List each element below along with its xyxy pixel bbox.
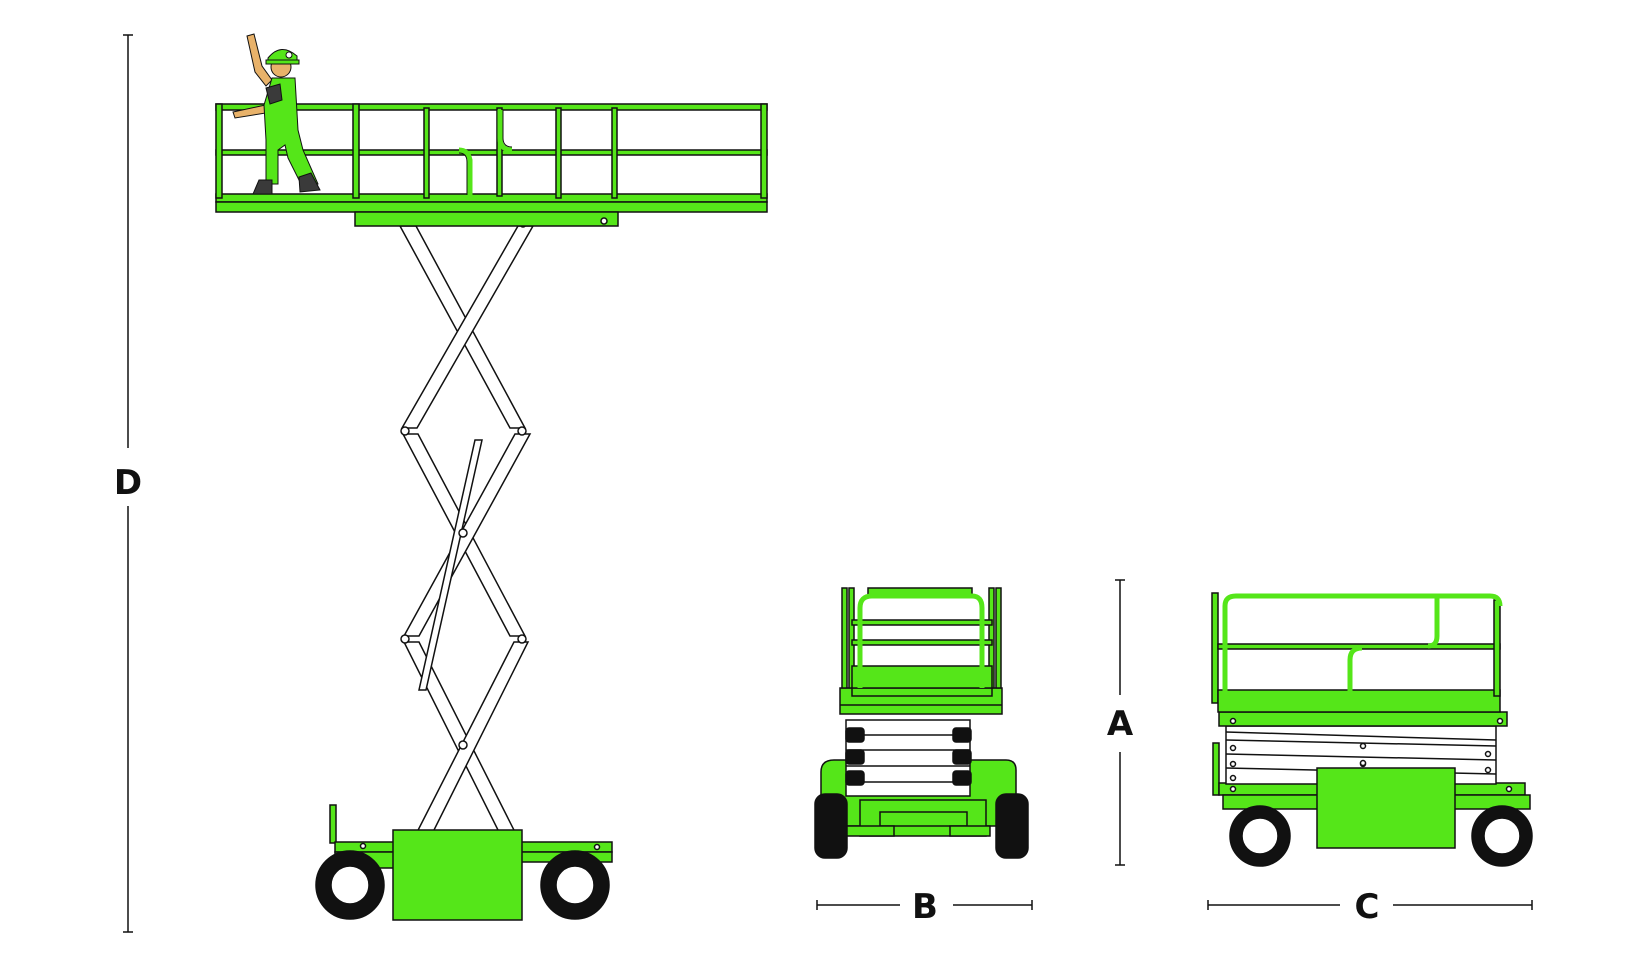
front-view-wheel-right (995, 793, 1029, 859)
extended-guardrails (215, 103, 768, 199)
extended-platform (215, 193, 768, 227)
extended-wheel-front (540, 850, 610, 920)
extended-wheel-rear (315, 850, 385, 920)
dimension-a-label: A (1107, 704, 1134, 744)
front-view-lift (814, 587, 1029, 859)
side-view-wheel-rear (1229, 805, 1291, 867)
side-view-lift (1211, 592, 1533, 867)
dimension-d (123, 34, 133, 933)
dimension-c (1207, 900, 1533, 910)
dimension-b-label: B (912, 887, 938, 927)
dimension-a (1115, 579, 1125, 866)
worker-with-hard-hat-icon (232, 33, 321, 195)
extended-scissor-lift (215, 103, 768, 921)
side-view-wheel-front (1471, 805, 1533, 867)
dimension-c-label: C (1355, 887, 1380, 927)
dimension-d-label: D (114, 463, 142, 503)
dimension-b (816, 900, 1033, 910)
front-view-wheel-left (814, 793, 848, 859)
